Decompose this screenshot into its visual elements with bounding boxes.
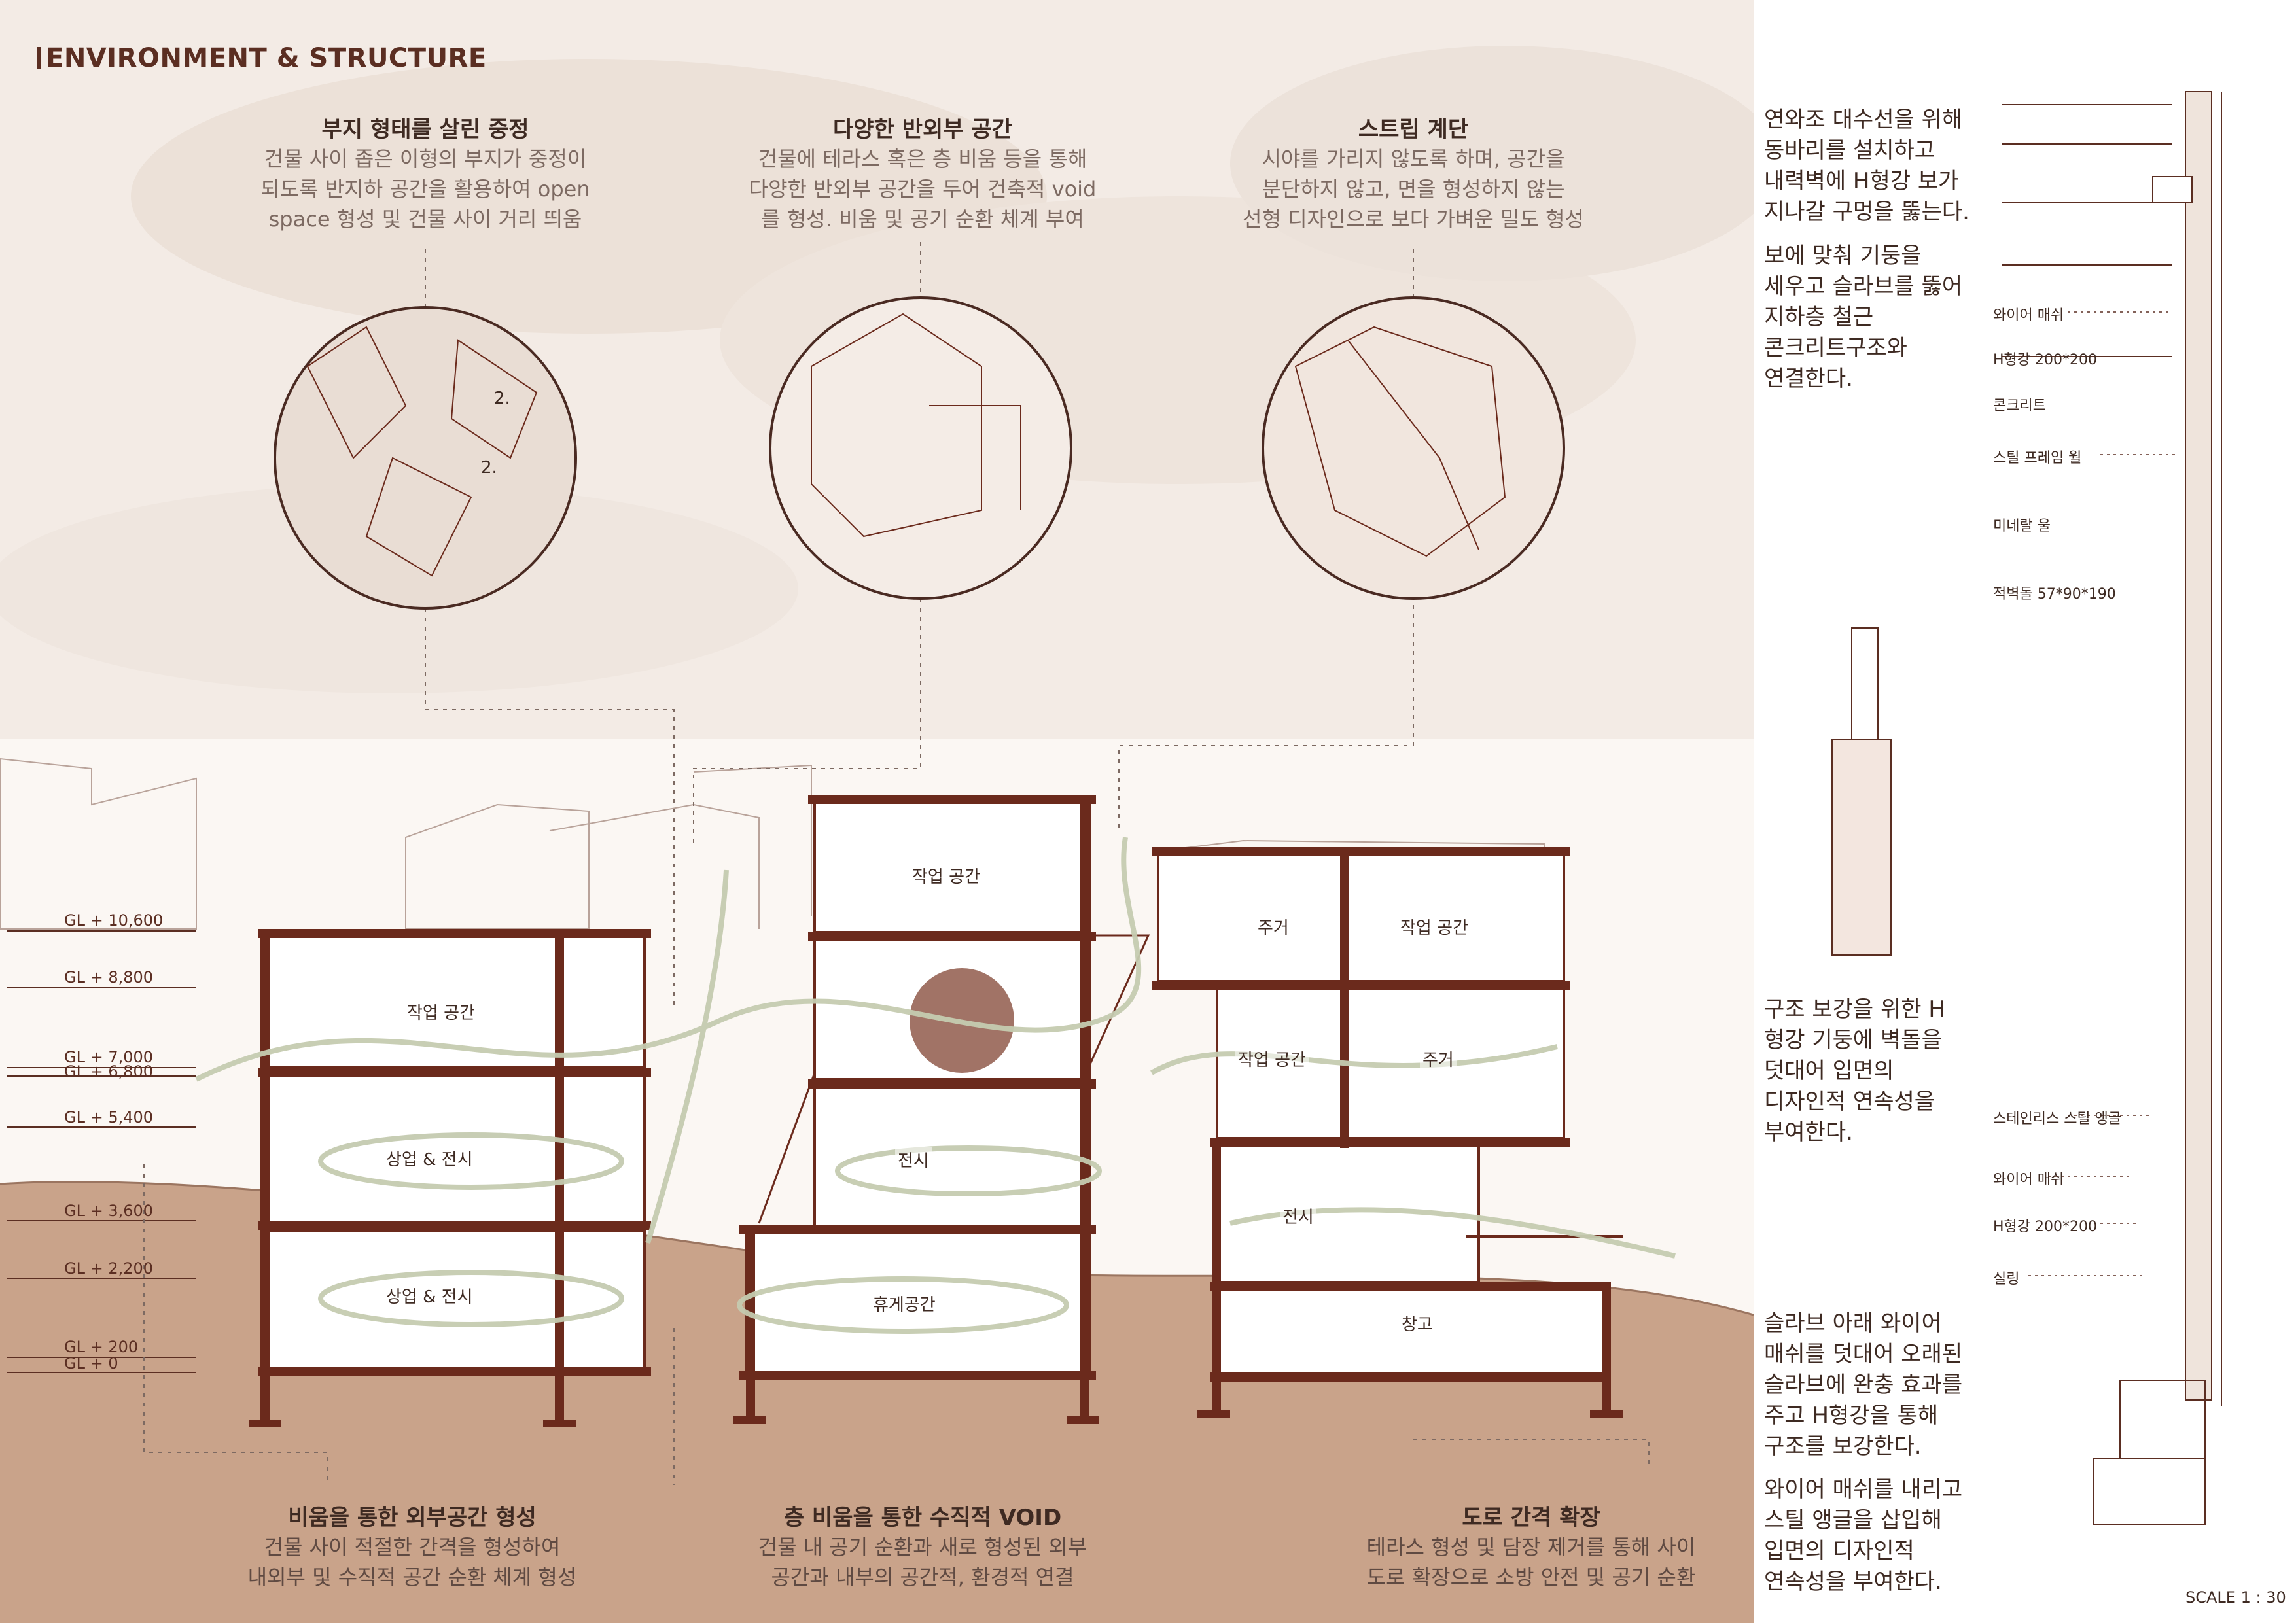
caption-body: 테라스 형성 및 담장 제거를 통해 사이 도로 확장으로 소방 안전 및 공기…	[1366, 1535, 1696, 1590]
structure-note: 연와조 대수선을 위해 동바리를 설치하고 내력벽에 H형강 보가 지나갈 구멍…	[1764, 107, 1969, 225]
room-label: 작업 공간	[910, 864, 983, 888]
wall-detail	[2002, 91, 2222, 1525]
caption-heading: 다양한 반외부 공간	[833, 116, 1012, 143]
level-lines	[7, 930, 196, 1373]
caption-semi-exterior: 다양한 반외부 공간 건물에 테라스 혹은 층 비움 등을 통해 다양한 반외부…	[726, 115, 1119, 234]
caption-courtyard: 부지 형태를 살린 중정 건물 사이 좁은 이형의 부지가 중정이 되도록 반지…	[236, 115, 615, 234]
structure-note: 구조 보강을 위한 H 형강 기둥에 벽돌을 덧대어 입면의 디자인적 연속성을…	[1764, 996, 1945, 1145]
detail-label: 실링	[1993, 1271, 2020, 1287]
leader-lines	[143, 242, 1650, 1485]
detail-circles	[274, 296, 1565, 610]
detail-label: H형강 200*200	[1993, 352, 2097, 368]
caption-body: 건물 사이 적절한 간격을 형성하여 내외부 및 수직적 공간 순환 체계 형성	[247, 1535, 577, 1590]
level-label: GL + 6,800	[64, 1062, 154, 1081]
cloud	[1230, 46, 1780, 281]
detail-label: 미네랄 울	[1993, 518, 2051, 534]
detail-label: 와이어 매쉬	[1993, 1172, 2064, 1188]
level-label: GL + 5,400	[64, 1108, 154, 1126]
level-label: GL + 8,800	[64, 968, 154, 986]
building-right	[1152, 847, 1623, 1418]
circle-label: 2.	[494, 389, 510, 408]
caption-body: 시야를 가리지 않도록 하며, 공간을 분단하지 않고, 면을 형성하지 않는 …	[1243, 147, 1584, 232]
page-title: ENVIRONMENT & STRUCTURE	[37, 43, 487, 73]
level-label: GL + 200	[64, 1338, 139, 1356]
structure-note: 와이어 매쉬를 내리고 스틸 앵글을 삽입해 입면의 디자인적 연속성을 부여한…	[1764, 1476, 1963, 1595]
detail-label: 스테인리스 스틸 앵글	[1993, 1111, 2122, 1127]
room-label: 작업 공간	[404, 1000, 478, 1024]
room-label: 휴게공간	[870, 1291, 938, 1316]
caption-body: 건물에 테라스 혹은 층 비움 등을 통해 다양한 반외부 공간을 두어 건축적…	[749, 147, 1097, 232]
room-label: 주거	[1420, 1047, 1457, 1071]
level-label: GL + 0	[64, 1354, 118, 1372]
caption-exterior-space: 비움을 통한 외부공간 형성 건물 사이 적절한 간격을 형성하여 내외부 및 …	[209, 1503, 615, 1592]
structure-note: 보에 맞춰 기둥을 세우고 슬라브를 뚫어 지하층 철근 콘크리트구조와 연결한…	[1764, 243, 1963, 392]
caption-heading: 비움을 통한 외부공간 형성	[288, 1505, 537, 1531]
room-label: 창고	[1399, 1311, 1436, 1335]
circle-line-art	[306, 313, 1506, 577]
detail-label: 스틸 프레임 월	[1993, 450, 2082, 466]
room-label: 주거	[1255, 915, 1292, 939]
caption-body: 건물 사이 좁은 이형의 부지가 중정이 되도록 반지하 공간을 활용하여 op…	[260, 147, 590, 232]
room-label: 상업 & 전시	[383, 1283, 476, 1308]
caption-strip-stairs: 스트립 계단 시야를 가리지 않도록 하며, 공간을 분단하지 않고, 면을 형…	[1217, 115, 1610, 234]
detail-label: 콘크리트	[1993, 398, 2046, 414]
level-label: GL + 7,000	[64, 1048, 154, 1066]
caption-heading: 도로 간격 확장	[1462, 1505, 1600, 1531]
caption-vertical-void: 층 비움을 통한 수직적 VOID 건물 내 공기 순환과 새로 형성된 외부 …	[713, 1503, 1132, 1592]
room-label: 작업 공간	[1398, 915, 1471, 939]
room-label: 전시	[1280, 1204, 1316, 1228]
structure-note: 슬라브 아래 와이어 매쉬를 덧대어 오래된 슬라브에 완충 효과를 주고 H형…	[1764, 1310, 1963, 1459]
building-middle	[733, 795, 1150, 1424]
caption-heading: 층 비움을 통한 수직적 VOID	[783, 1505, 1062, 1531]
room-label: 상업 & 전시	[383, 1146, 476, 1170]
room-label: 작업 공간	[1235, 1047, 1309, 1071]
detail-label: H형강 200*200	[1993, 1219, 2097, 1235]
caption-body: 건물 내 공기 순환과 새로 형성된 외부 공간과 내부의 공간적, 환경적 연…	[758, 1535, 1087, 1590]
level-label: GL + 2,200	[64, 1259, 154, 1278]
detail-label: 와이어 매쉬	[1993, 307, 2064, 324]
detail-leaders	[2028, 311, 2179, 1276]
scale-label: SCALE 1 : 30	[2185, 1588, 2286, 1607]
caption-road-widening: 도로 간격 확장 테라스 형성 및 담장 제거를 통해 사이 도로 확장으로 소…	[1335, 1503, 1727, 1592]
room-label: 전시	[895, 1147, 932, 1172]
caption-heading: 부지 형태를 살린 중정	[321, 116, 529, 143]
level-label: GL + 10,600	[64, 911, 164, 930]
level-label: GL + 3,600	[64, 1202, 154, 1220]
caption-heading: 스트립 계단	[1358, 116, 1469, 143]
brick-column	[1831, 627, 1892, 956]
circle-label: 2.	[481, 458, 497, 478]
detail-label: 적벽돌 57*90*190	[1993, 586, 2116, 602]
